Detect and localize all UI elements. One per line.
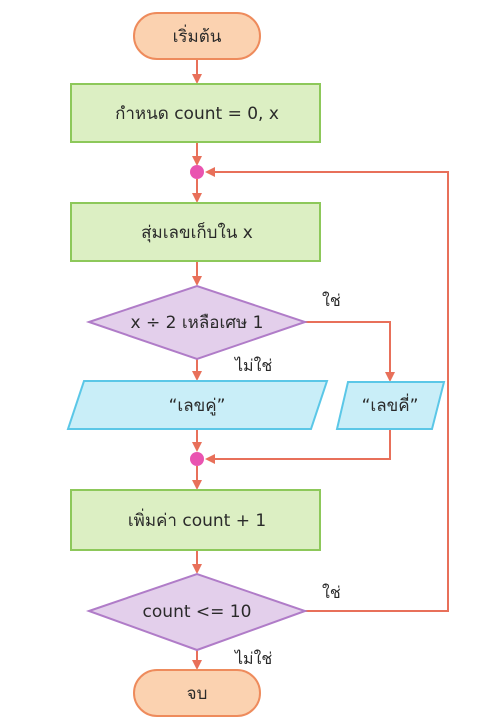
start-label: เริ่มต้น [173, 24, 222, 47]
init-label: กำหนด count = 0, x [115, 104, 279, 124]
arrow-odd-to-junction2 [205, 429, 391, 464]
end-terminal [133, 669, 261, 717]
init-process [70, 83, 321, 143]
arrow-loop-back [205, 167, 449, 612]
yes-label-count: ใช่ [322, 583, 341, 602]
odd-output-label: “เลขคี่” [362, 393, 419, 416]
decision-mod-label: x ÷ 2 เหลือเศษ 1 [130, 313, 263, 333]
random-process [70, 202, 321, 262]
decision-count-label: count <= 10 [143, 602, 252, 622]
arrow-decision-to-odd [305, 321, 395, 382]
start-terminal [133, 12, 261, 60]
even-output-label: “เลขคู่” [169, 396, 226, 416]
even-output-parallelogram [66, 380, 329, 430]
no-label-mod: ไม่ใช่ [233, 356, 272, 375]
increment-label: เพิ่มค่า count + 1 [128, 508, 266, 531]
decision-mod-diamond [85, 284, 309, 361]
end-label: จบ [187, 684, 208, 704]
random-label: สุ่มเลขเก็บใน x [141, 221, 253, 243]
no-label-count: ไม่ใช่ [233, 649, 272, 668]
junction-dot-middle [190, 452, 204, 466]
junction-dot-top [190, 165, 204, 179]
decision-count-diamond [85, 572, 309, 652]
odd-output-parallelogram [335, 381, 446, 430]
increment-process [70, 489, 321, 551]
yes-label-mod: ใช่ [322, 291, 341, 310]
